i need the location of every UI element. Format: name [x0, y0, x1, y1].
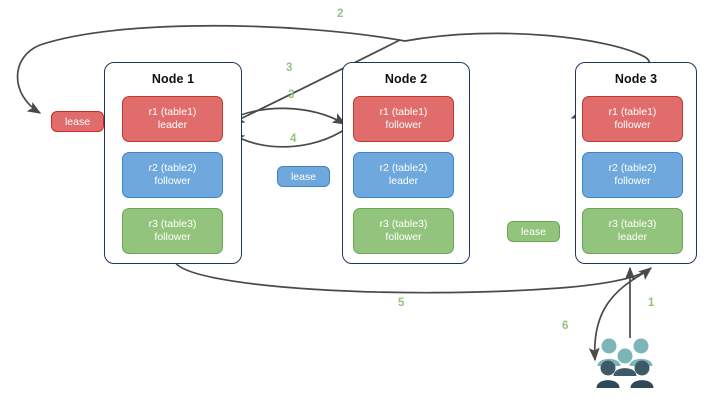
replica-role: follower	[154, 231, 191, 243]
replica-role: follower	[614, 119, 651, 131]
lease-label: lease	[520, 225, 547, 238]
lease-badge-blue[interactable]: lease	[277, 166, 330, 187]
replica-node3-r3[interactable]: r3 (table3) leader	[582, 208, 683, 254]
replica-role: leader	[617, 231, 648, 243]
replica-name: r3 (table3)	[608, 218, 657, 230]
replica-name: r1 (table1)	[379, 106, 428, 118]
replica-role: leader	[388, 175, 419, 187]
edge-label-1: 1	[648, 297, 655, 309]
replica-role: follower	[385, 231, 422, 243]
replica-name: r2 (table2)	[148, 162, 197, 174]
replica-name: r1 (table1)	[608, 106, 657, 118]
lease-label: lease	[64, 115, 91, 128]
replica-node1-r1[interactable]: r1 (table1) leader	[122, 96, 223, 142]
replica-node3-r1[interactable]: r1 (table1) follower	[582, 96, 683, 142]
replica-name: r1 (table1)	[148, 106, 197, 118]
replica-node2-r1[interactable]: r1 (table1) follower	[353, 96, 454, 142]
replica-node1-r3[interactable]: r3 (table3) follower	[122, 208, 223, 254]
replica-name: r3 (table3)	[148, 218, 197, 230]
node-title-1: Node 1	[151, 72, 195, 86]
replica-node3-r2[interactable]: r2 (table2) follower	[582, 152, 683, 198]
edge-label-3-lower: 3	[288, 89, 295, 101]
replica-role: follower	[154, 175, 191, 187]
lease-badge-green[interactable]: lease	[507, 221, 560, 242]
edge-label-2: 2	[337, 8, 344, 20]
lease-label: lease	[290, 170, 317, 183]
edge-label-3-upper: 3	[286, 62, 293, 74]
node-title-3: Node 3	[614, 72, 658, 86]
edge-label-6: 6	[562, 320, 569, 332]
node-title-2: Node 2	[384, 72, 428, 86]
replica-name: r3 (table3)	[379, 218, 428, 230]
lease-badge-red[interactable]: lease	[51, 111, 104, 132]
replica-node1-r2[interactable]: r2 (table2) follower	[122, 152, 223, 198]
replica-name: r2 (table2)	[379, 162, 428, 174]
replica-role: follower	[614, 175, 651, 187]
users-group-icon	[596, 338, 654, 388]
edge-label-4: 4	[290, 133, 297, 145]
replica-node2-r3[interactable]: r3 (table3) follower	[353, 208, 454, 254]
edge-3b-path	[224, 107, 347, 125]
replica-role: follower	[385, 119, 422, 131]
replica-node2-r2[interactable]: r2 (table2) leader	[353, 152, 454, 198]
replica-role: leader	[157, 119, 188, 131]
replica-name: r2 (table2)	[608, 162, 657, 174]
edge-5-path	[174, 261, 653, 294]
edge-label-5: 5	[398, 297, 405, 309]
